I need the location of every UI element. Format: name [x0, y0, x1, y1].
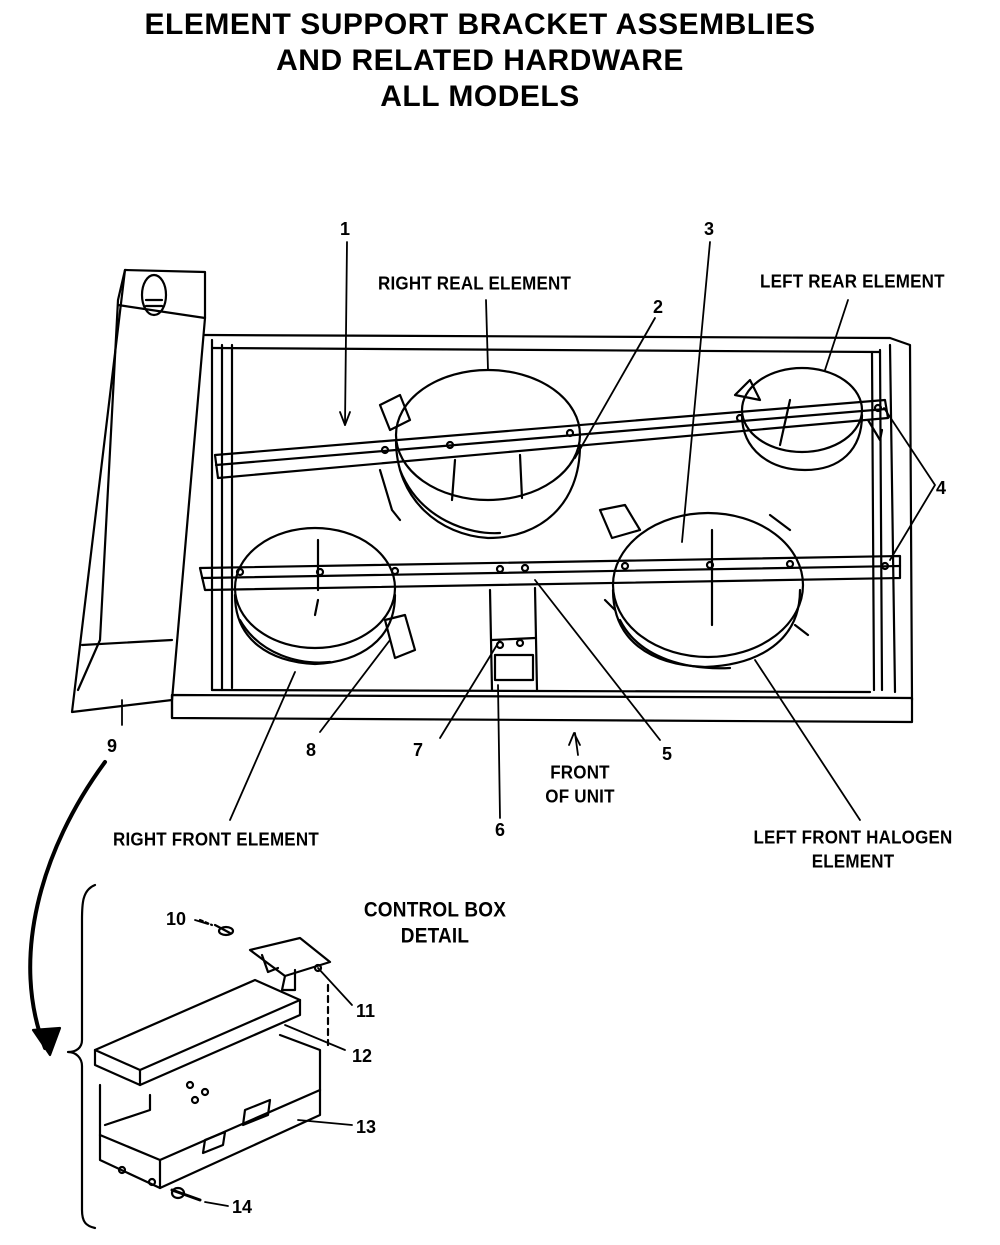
- diagram-title-line-2: AND RELATED HARDWARE: [276, 44, 684, 77]
- cooktop-frame: [170, 333, 914, 724]
- rear-support-bracket: [213, 398, 890, 480]
- callout-5: 5: [662, 744, 673, 764]
- front-support-bracket: [198, 554, 902, 592]
- diagram-title-line-1: ELEMENT SUPPORT BRACKET ASSEMBLIES: [144, 8, 816, 41]
- callout-11: 11: [356, 1001, 376, 1021]
- leader-lines: [121, 241, 936, 821]
- callout-8: 8: [306, 740, 317, 760]
- label-left-front-halogen-1: LEFT FRONT HALOGEN: [753, 827, 953, 848]
- callout-3: 3: [704, 219, 715, 239]
- callout-13: 13: [356, 1117, 377, 1137]
- label-left-rear-element: LEFT REAR ELEMENT: [760, 271, 945, 292]
- callout-10: 10: [166, 909, 187, 929]
- control-box-drawing: [93, 918, 353, 1207]
- side-housing: [70, 268, 207, 714]
- callout-6: 6: [495, 820, 506, 840]
- callout-1: 1: [340, 219, 351, 239]
- callout-12: 12: [352, 1046, 373, 1066]
- callout-2: 2: [653, 297, 664, 317]
- left-front-halogen-element: [598, 503, 810, 670]
- callout-14: 14: [232, 1197, 253, 1217]
- label-right-front-element: RIGHT FRONT ELEMENT: [113, 829, 319, 850]
- label-control-box-1: CONTROL BOX: [363, 898, 507, 922]
- detail-brace: [66, 883, 97, 1230]
- center-bracket: [488, 586, 539, 692]
- callout-4: 4: [936, 478, 947, 498]
- diagram-title-line-3: ALL MODELS: [380, 80, 580, 113]
- label-control-box-2: DETAIL: [400, 924, 470, 948]
- callout-9: 9: [107, 736, 118, 756]
- callout-7: 7: [413, 740, 424, 760]
- label-left-front-halogen-2: ELEMENT: [811, 851, 895, 872]
- label-right-rear-element: RIGHT REAL ELEMENT: [378, 273, 572, 294]
- detail-arrow: [28, 760, 107, 1057]
- label-front-of-unit-2: OF UNIT: [545, 786, 615, 807]
- label-front-of-unit-1: FRONT: [550, 762, 610, 783]
